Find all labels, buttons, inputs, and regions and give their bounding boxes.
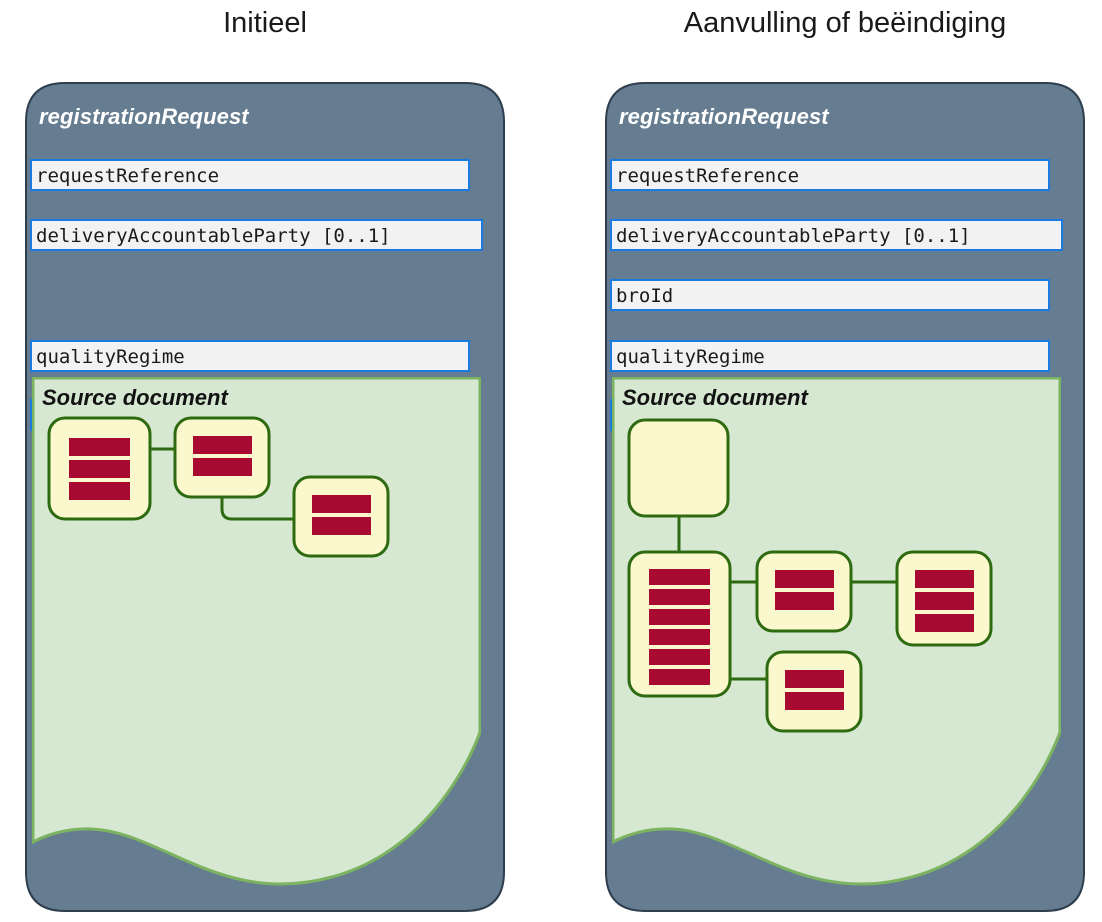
field-qualityRegime-initieel[interactable]: qualityRegime	[30, 340, 470, 372]
doc-node-n3	[292, 475, 390, 558]
field-qualityRegime-aanvulling[interactable]: qualityRegime	[610, 340, 1050, 372]
field-slot-empty-initieel	[30, 279, 470, 311]
field-requestReference-initieel[interactable]: requestReference	[30, 159, 470, 191]
field-deliveryAccountableParty-initieel[interactable]: deliveryAccountableParty [0..1]	[30, 219, 483, 251]
registration-request-panel-initieel: registrationRequest requestReference del…	[25, 82, 505, 912]
doc-node-m1	[627, 550, 732, 698]
field-requestReference-aanvulling[interactable]: requestReference	[610, 159, 1050, 191]
doc-node-n2	[173, 416, 271, 499]
doc-node-m4	[765, 650, 863, 733]
doc-node-m0	[627, 418, 730, 518]
column-title-aanvulling: Aanvulling of beëindiging	[683, 7, 1007, 39]
panel-heading-initieel: registrationRequest	[39, 104, 249, 129]
panel-heading-aanvulling: registrationRequest	[619, 104, 829, 129]
source-document-title-aanvulling: Source document	[622, 385, 808, 410]
field-deliveryAccountableParty-aanvulling[interactable]: deliveryAccountableParty [0..1]	[610, 219, 1063, 251]
registration-request-panel-aanvulling: registrationRequest requestReference del…	[605, 82, 1085, 912]
source-document-aanvulling: Source document	[612, 377, 1061, 912]
connector-n2-n3	[220, 497, 294, 521]
column-title-initieel: Initieel	[223, 7, 307, 39]
doc-node-m3	[895, 550, 993, 647]
doc-node-m2	[755, 550, 853, 633]
doc-node-n1	[47, 416, 152, 521]
source-document-title-initieel: Source document	[42, 385, 228, 410]
field-broId-aanvulling[interactable]: broId	[610, 279, 1050, 311]
source-document-graph-initieel	[47, 416, 390, 558]
source-document-graph-aanvulling	[627, 418, 993, 733]
source-document-initieel: Source document	[32, 377, 481, 912]
